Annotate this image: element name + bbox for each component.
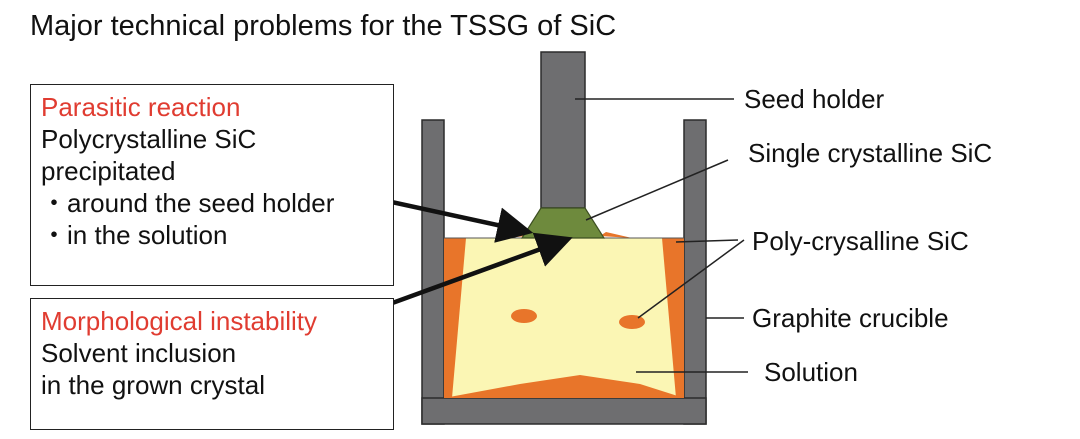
parasitic-reaction-heading: Parasitic reaction <box>41 92 241 122</box>
label-solution: Solution <box>764 357 858 387</box>
morphological-heading: Morphological instability <box>41 306 318 336</box>
poly-sic-bottom <box>444 375 684 398</box>
crucible-right-wall <box>683 119 707 425</box>
crucible-bottom <box>421 397 707 425</box>
solution-body <box>444 238 684 398</box>
poly-sic-particle-right <box>619 315 645 329</box>
label-single-crystalline-sic: Single crystalline SiC <box>748 138 993 168</box>
leader-poly-surface <box>675 239 739 243</box>
parasitic-line-3: ・around the seed holder <box>41 188 335 218</box>
poly-sic-deposits <box>444 232 684 398</box>
parasitic-line-2: precipitated <box>41 156 176 186</box>
label-graphite-crucible: Graphite crucible <box>752 303 949 333</box>
parasitic-line-4: ・in the solution <box>41 220 228 250</box>
seed-holder-rod <box>540 51 586 209</box>
poly-sic-near-seed-right <box>600 232 632 238</box>
poly-sic-particle-left <box>511 309 537 323</box>
poly-sic-right-wall <box>662 238 684 398</box>
label-leader-lines <box>575 98 748 373</box>
single-crystal-sic <box>520 207 606 239</box>
morphological-instability-box: Morphological instability Solvent inclus… <box>30 298 394 430</box>
leader-single-crystal <box>585 159 729 221</box>
morphological-line-1: Solvent inclusion <box>41 338 237 368</box>
morphological-line-2: in the grown crystal <box>41 370 265 400</box>
label-seed-holder: Seed holder <box>744 84 885 114</box>
diagram-title: Major technical problems for the TSSG of… <box>30 10 617 42</box>
label-poly-crystalline-sic: Poly-crysalline SiC <box>752 226 969 256</box>
crucible-left-wall <box>421 119 445 425</box>
parasitic-reaction-box: Parasitic reaction Polycrystalline SiC p… <box>30 84 394 286</box>
leader-poly-particle <box>637 239 745 319</box>
parasitic-line-1: Polycrystalline SiC <box>41 124 257 154</box>
